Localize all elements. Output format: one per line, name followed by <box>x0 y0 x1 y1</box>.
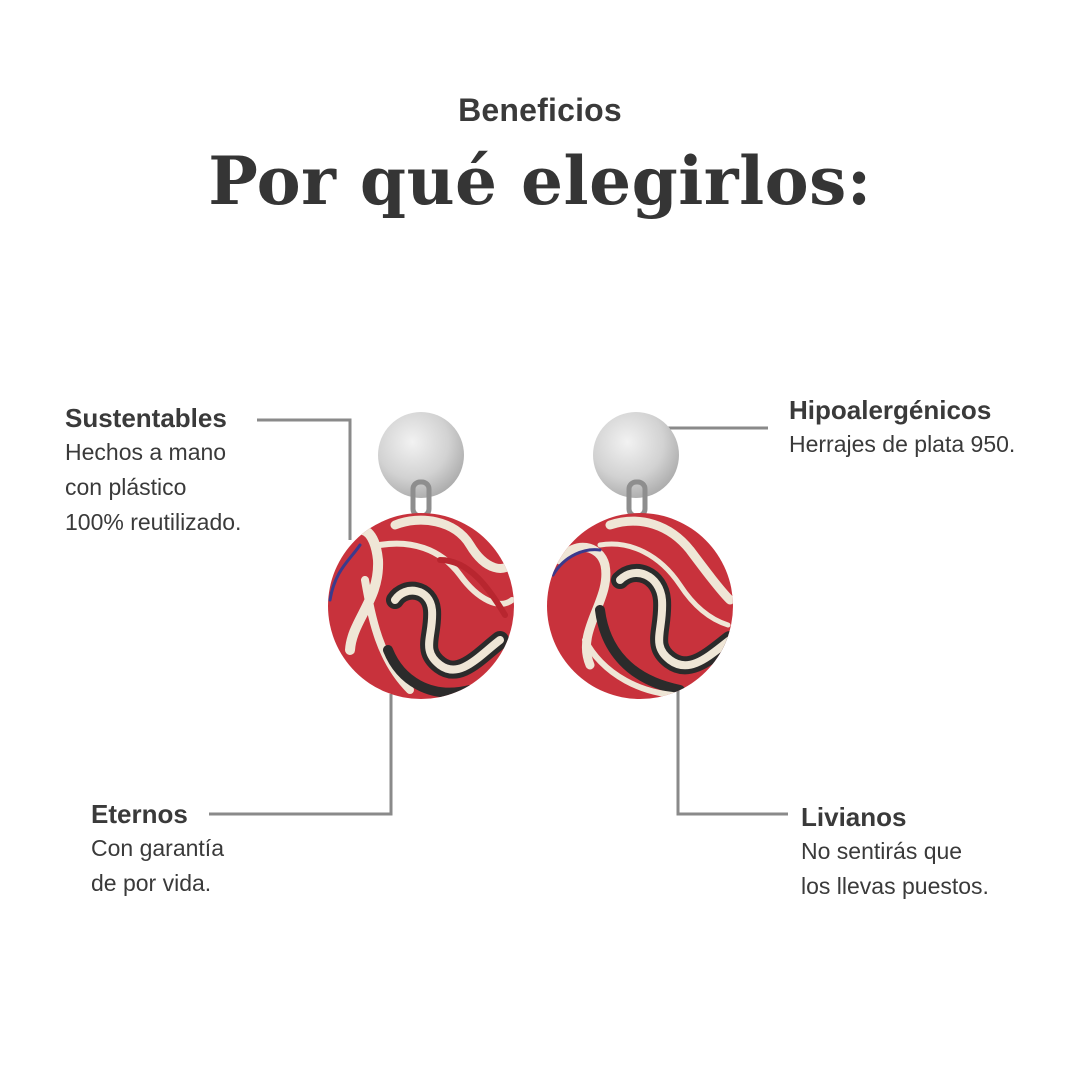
connector-eternos <box>209 694 393 816</box>
feature-description: Hechos a mano con plástico 100% reutiliz… <box>65 435 241 540</box>
feature-description: No sentirás que los llevas puestos. <box>801 834 989 904</box>
right-earring <box>547 412 733 699</box>
feature-description: Herrajes de plata 950. <box>789 427 1015 462</box>
feature-livianos: Livianos No sentirás que los llevas pues… <box>801 800 989 904</box>
connector-sustentables <box>257 418 352 540</box>
feature-desc-line: los llevas puestos. <box>801 873 989 899</box>
feature-desc-line: Con garantía <box>91 835 224 861</box>
right-stud <box>593 412 679 498</box>
feature-title: Sustentables <box>65 403 227 433</box>
feature-description: Con garantía de por vida. <box>91 831 224 901</box>
feature-desc-line: 100% reutilizado. <box>65 509 242 535</box>
connector-lines <box>209 418 788 816</box>
left-stud <box>378 412 464 498</box>
feature-eternos: Eternos Con garantía de por vida. <box>91 797 224 901</box>
feature-hipoalergenicos: Hipoalergénicos Herrajes de plata 950. <box>789 393 1015 462</box>
section-eyebrow: Beneficios <box>458 92 622 128</box>
feature-title: Eternos <box>91 799 188 829</box>
connector-livianos <box>676 690 788 816</box>
feature-title: Hipoalergénicos <box>789 395 992 425</box>
feature-title: Livianos <box>801 802 907 832</box>
feature-desc-line: Hechos a mano <box>65 439 227 465</box>
left-earring <box>328 412 514 699</box>
page-title: Por qué elegirlos: <box>208 142 872 220</box>
feature-sustentables: Sustentables Hechos a mano con plástico … <box>65 401 241 540</box>
feature-desc-line: con plástico <box>65 474 187 500</box>
feature-desc-line: de por vida. <box>91 870 212 896</box>
feature-desc-line: No sentirás que <box>801 838 963 864</box>
feature-desc-line: Herrajes de plata 950. <box>789 431 1016 457</box>
